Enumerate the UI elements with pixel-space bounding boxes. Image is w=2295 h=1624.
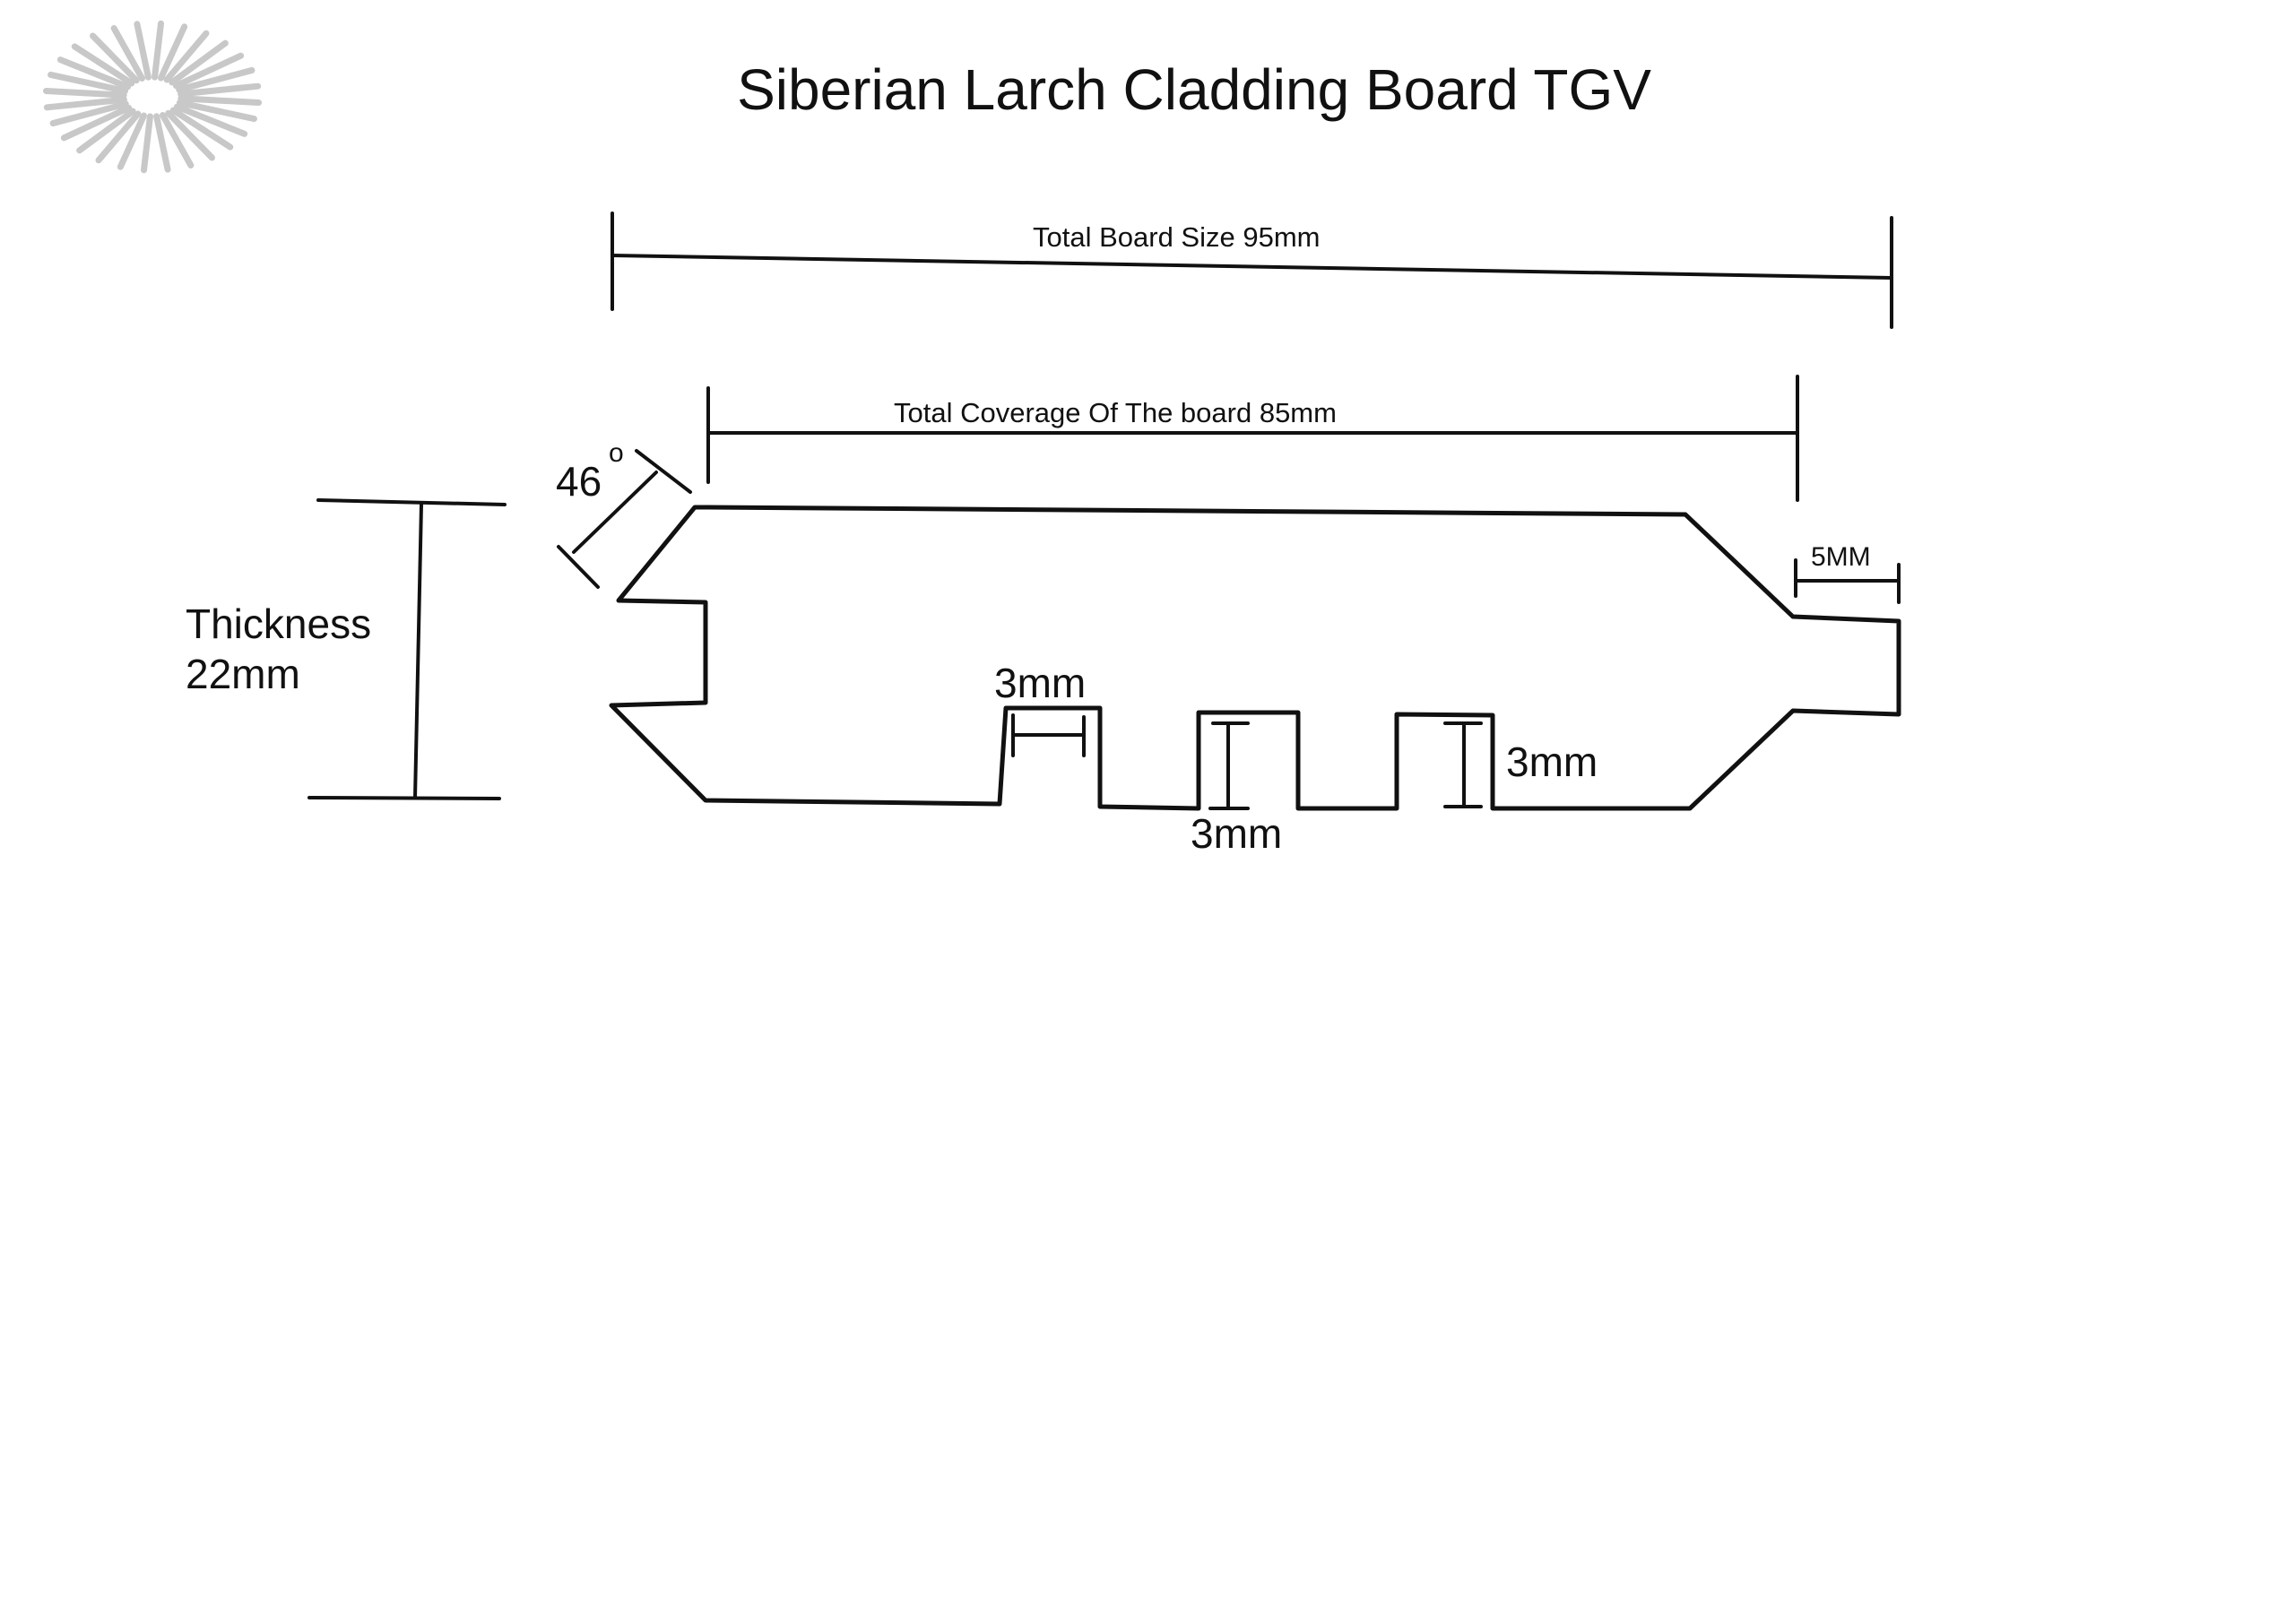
logo-ray bbox=[42, 87, 127, 99]
total-board-size-label: Total Board Size 95mm bbox=[1033, 221, 1320, 253]
bevel-angle-degree-symbol: o bbox=[609, 438, 624, 468]
logo-ray bbox=[178, 82, 262, 98]
logo-ray bbox=[174, 103, 248, 137]
logo-ray bbox=[48, 71, 129, 94]
logo-ray bbox=[43, 96, 127, 111]
logo-ray bbox=[159, 112, 195, 168]
logo-ray bbox=[140, 113, 153, 174]
total-board-size-dimension bbox=[611, 212, 1893, 329]
logo-ray bbox=[49, 100, 129, 127]
groove-spacing-label: 3mm bbox=[1191, 810, 1282, 857]
diagram-title: Siberian Larch Cladding Board TGV bbox=[737, 57, 1651, 122]
thickness-label-line2: 22mm bbox=[186, 651, 300, 697]
logo-ray bbox=[56, 56, 131, 91]
groove-spacing-marker bbox=[1208, 721, 1250, 810]
logo-ray bbox=[110, 25, 146, 82]
logo-ray bbox=[90, 32, 140, 84]
total-coverage-label: Total Coverage Of The board 85mm bbox=[894, 397, 1337, 428]
bevel-angle-label: 46 bbox=[556, 458, 602, 505]
logo-ray bbox=[172, 52, 245, 90]
logo-ray bbox=[169, 107, 234, 151]
logo-ray bbox=[163, 30, 210, 83]
logo-ray bbox=[134, 21, 152, 81]
total-coverage-dimension bbox=[706, 375, 1799, 502]
logo-ray bbox=[169, 39, 229, 86]
logo-ray bbox=[152, 20, 165, 81]
thickness-dimension bbox=[307, 498, 507, 800]
tongue-length-dimension bbox=[1794, 558, 1901, 604]
groove-depth-label: 3mm bbox=[1506, 739, 1598, 785]
groove-width-dimension bbox=[1011, 713, 1086, 757]
logo-ray bbox=[176, 66, 255, 93]
board-profile-outline bbox=[609, 505, 1901, 811]
logo-ray bbox=[76, 108, 136, 154]
logo-ray bbox=[153, 113, 171, 173]
groove-depth-marker bbox=[1443, 721, 1483, 808]
thickness-label-line1: Thickness bbox=[186, 600, 371, 647]
logo-ray bbox=[60, 104, 133, 142]
groove-width-label: 3mm bbox=[994, 660, 1086, 706]
tongue-length-label: 5MM bbox=[1811, 542, 1871, 572]
logo-ray bbox=[165, 109, 215, 161]
sunburst-logo-icon bbox=[42, 20, 263, 174]
logo-ray bbox=[176, 99, 257, 123]
logo-ray bbox=[71, 43, 135, 87]
logo-ray bbox=[95, 110, 142, 164]
logo-ray bbox=[158, 23, 188, 82]
bevel-angle-dimension bbox=[557, 449, 692, 589]
logo-ray bbox=[117, 112, 147, 170]
logo-ray bbox=[178, 95, 263, 107]
